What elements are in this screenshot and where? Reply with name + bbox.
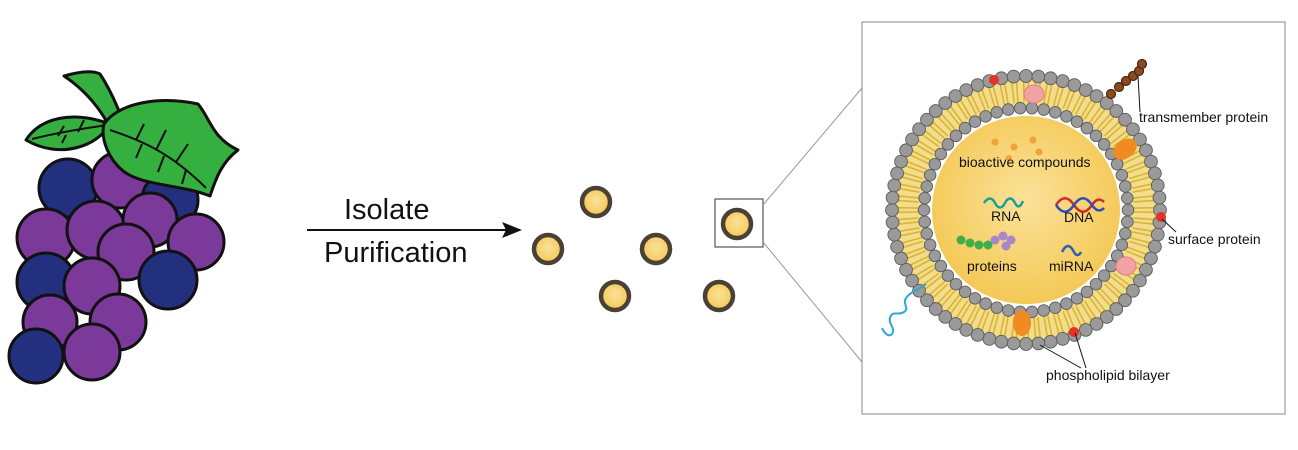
label-phospholipid-bilayer: phospholipid bilayer bbox=[1046, 367, 1170, 383]
grape-bunch-icon bbox=[7, 70, 240, 385]
membrane-proteins bbox=[989, 75, 1166, 337]
step-isolate-label: Isolate bbox=[344, 194, 429, 226]
bioactive-compounds-icon bbox=[991, 136, 1043, 161]
label-transmember-protein: transmember protein bbox=[1139, 109, 1268, 125]
small-vesicle bbox=[639, 232, 673, 266]
transmember-protein-icon bbox=[1105, 58, 1148, 100]
label-proteins: proteins bbox=[967, 258, 1017, 274]
surface-protein-dot bbox=[1156, 212, 1166, 222]
proteins-icon bbox=[956, 231, 1016, 251]
label-surface-protein: surface protein bbox=[1168, 231, 1261, 247]
glycan-chain-icon bbox=[881, 283, 927, 337]
zoom-lines bbox=[762, 87, 863, 363]
leader-lines bbox=[1039, 75, 1177, 369]
step-purification-label: Purification bbox=[324, 237, 467, 269]
grape-leaf-left bbox=[24, 115, 112, 152]
pink-protein bbox=[1115, 256, 1137, 276]
grape-leaf-right bbox=[101, 99, 240, 198]
process-step: Isolate Purification bbox=[307, 194, 522, 269]
label-rna: RNA bbox=[991, 208, 1021, 224]
label-bioactive-compounds: bioactive compounds bbox=[959, 154, 1091, 170]
isolated-vesicles bbox=[531, 185, 764, 313]
small-vesicle bbox=[531, 232, 565, 266]
small-vesicle-selected bbox=[720, 207, 754, 241]
small-vesicle bbox=[598, 279, 632, 313]
dna-icon bbox=[1054, 197, 1105, 213]
orange-protein bbox=[1013, 310, 1031, 336]
pink-protein bbox=[1023, 84, 1045, 104]
zoom-selection-box bbox=[714, 198, 764, 248]
small-vesicle bbox=[579, 185, 613, 219]
surface-protein-dot bbox=[1069, 327, 1079, 337]
label-dna: DNA bbox=[1064, 209, 1094, 225]
vesicle-detail-panel: transmember protein bioactive compounds … bbox=[861, 21, 1286, 415]
small-vesicle bbox=[702, 279, 736, 313]
rna-icon bbox=[982, 197, 1025, 209]
surface-protein-dot bbox=[989, 75, 999, 85]
arrow-right-icon bbox=[307, 222, 522, 238]
mirna-icon bbox=[1060, 244, 1083, 257]
label-mirna: miRNA bbox=[1049, 258, 1094, 274]
orange-protein bbox=[1113, 138, 1137, 160]
vesicle-lumen bbox=[932, 116, 1120, 304]
